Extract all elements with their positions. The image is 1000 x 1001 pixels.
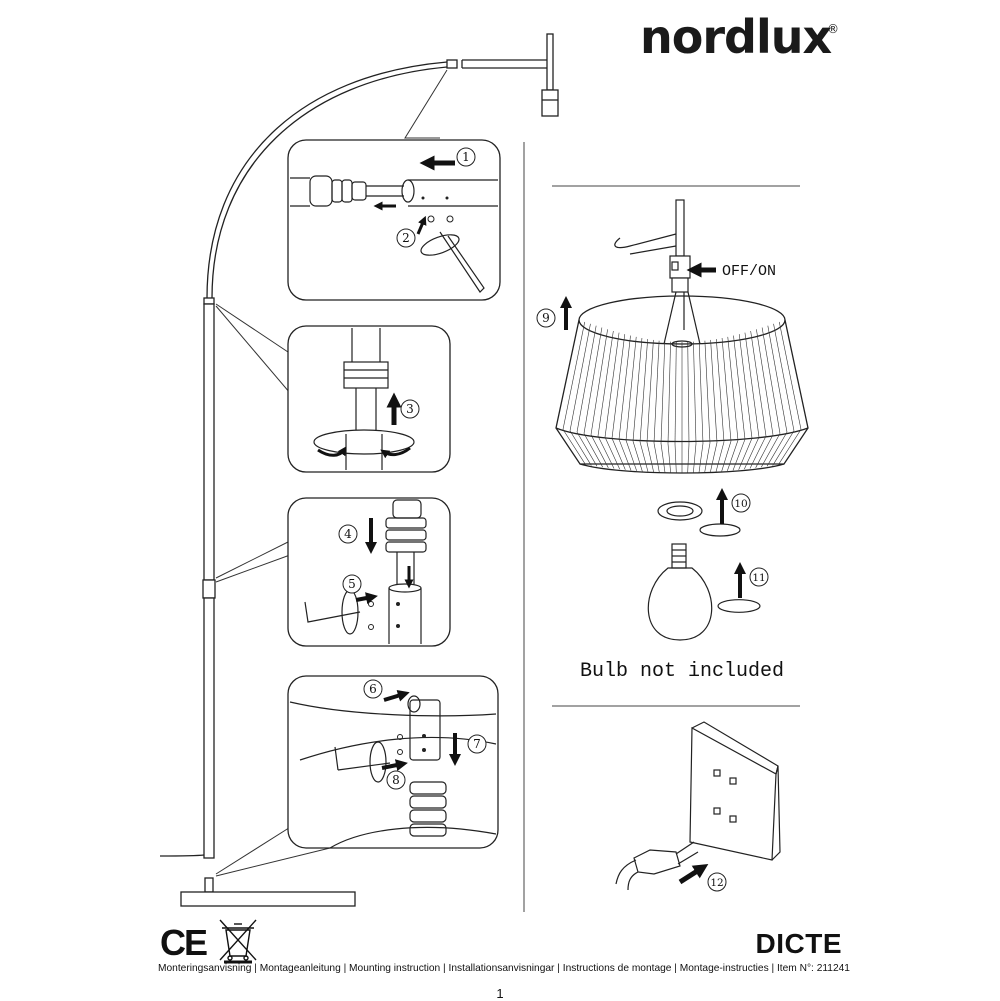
- panel-steps-1-2: [287, 139, 501, 301]
- ce-mark-icon: CE: [160, 922, 208, 963]
- light-bulb-icon: [647, 567, 713, 641]
- plug-icon: [633, 849, 681, 875]
- callout-pointers: [215, 69, 448, 877]
- step-9-label: 9: [542, 311, 550, 325]
- shade-stripes: [562, 321, 802, 473]
- step-7-label: 7: [473, 737, 481, 751]
- step-markers: [338, 147, 769, 892]
- bulb-note: Bulb not included: [580, 660, 784, 683]
- step-11-label: 11: [752, 572, 765, 584]
- wall-socket-and-plug: [615, 721, 781, 891]
- shade-assembly: [555, 199, 809, 474]
- divider-lines: [523, 142, 800, 912]
- brand-logo: nordlux: [640, 10, 832, 64]
- step-4-label: 4: [344, 527, 352, 541]
- switch-label: OFF/ON: [722, 263, 776, 280]
- panel-steps-4-5: [287, 497, 451, 647]
- step-2-label: 2: [402, 231, 410, 245]
- product-name: DICTE: [755, 928, 842, 959]
- step-8-label: 8: [392, 773, 400, 787]
- step-1-label: 1: [462, 150, 470, 164]
- registered-mark: ®: [827, 22, 839, 36]
- step-5-label: 5: [348, 577, 356, 591]
- ring-and-bulb: [647, 501, 761, 641]
- footer-instructions: Monteringsanvisning | Montageanleitung |…: [158, 963, 850, 974]
- page-number: 1: [496, 986, 504, 1001]
- panel-step-3: [287, 325, 451, 473]
- step-6-label: 6: [369, 682, 377, 696]
- panel-steps-6-8: [287, 675, 499, 849]
- weee-bin-icon: [219, 919, 257, 964]
- step-12-label: 12: [710, 877, 723, 889]
- step-10-label: 10: [734, 498, 747, 510]
- step-3-label: 3: [406, 402, 414, 416]
- floor-lamp-drawing: [159, 33, 559, 907]
